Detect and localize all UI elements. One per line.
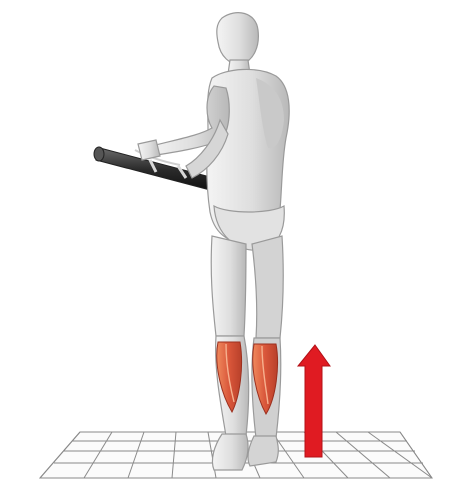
exercise-illustration — [0, 0, 472, 481]
illustration-canvas — [0, 0, 472, 481]
